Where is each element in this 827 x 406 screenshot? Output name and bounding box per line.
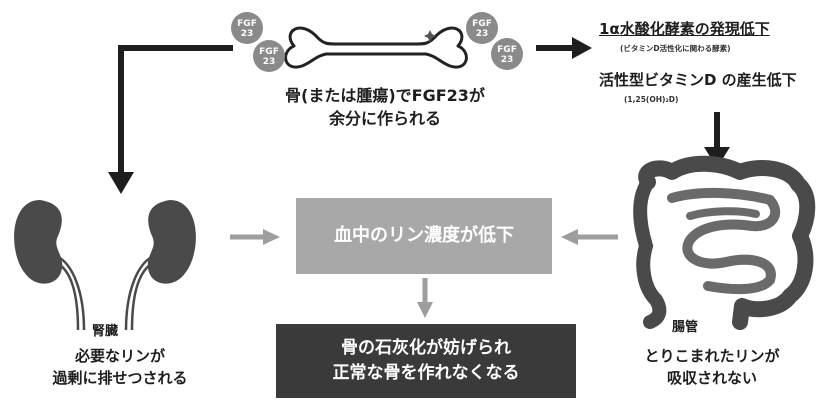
fgf23-molecule-icon: FGF 23	[231, 12, 263, 44]
fgf23-molecule-icon: FGF 23	[491, 38, 523, 70]
kidney-caption-line2: 過剰に排せつされる	[52, 368, 188, 387]
arrow-kidney-to-blood	[230, 229, 280, 245]
vitamin-d-title: 活性型ビタミンD の産生低下	[599, 71, 797, 89]
bone-box-line2: 正常な骨を作れなくなる	[332, 363, 520, 383]
bone-caption-line1: 骨(または腫瘍)でFGF23が	[285, 86, 485, 105]
fgf23-molecule-icon: FGF 23	[466, 12, 498, 44]
fgf23-text: FGF	[237, 19, 257, 29]
svg-text:23: 23	[263, 57, 276, 67]
bone-caption: 骨(または腫瘍)でFGF23が 余分に作られる	[250, 84, 520, 130]
blood-phosphate-box: 血中のリン濃度が低下	[296, 198, 552, 274]
arrow-to-kidney	[108, 45, 233, 194]
bone-mineralization-box: 骨の石灰化が妨げられ 正常な骨を作れなくなる	[276, 324, 576, 398]
intestine-caption-line2: 吸収されない	[666, 368, 757, 387]
arrow-to-enzyme	[536, 37, 592, 59]
svg-text:FGF: FGF	[259, 47, 279, 57]
svg-text:23: 23	[241, 29, 254, 39]
intestine-caption-line1: とりこまれたリンが	[644, 347, 780, 365]
kidney-caption: 必要なリンが 過剰に排せつされる	[20, 346, 220, 390]
vitamin-d-note: (1,25(OH)₂D)	[624, 95, 679, 104]
bone-icon	[284, 26, 468, 69]
svg-text:23: 23	[501, 55, 514, 65]
blood-phosphate-text: 血中のリン濃度が低下	[334, 224, 514, 246]
intestine-caption: とりこまれたリンが 吸収されない	[612, 346, 812, 390]
arrow-blood-to-bone	[417, 278, 433, 318]
intestine-icon	[633, 155, 816, 330]
enzyme-note: (ビタミンD活性化に関わる酵素)	[620, 44, 731, 53]
arrow-intestine-to-blood	[561, 229, 618, 245]
svg-text:23: 23	[476, 29, 489, 39]
fgf23-molecule-icon: FGF 23	[253, 40, 285, 72]
kidney-caption-line1: 必要なリンが	[74, 347, 165, 365]
svg-text:FGF: FGF	[472, 19, 492, 29]
kidney-label: 腎臓	[92, 324, 119, 339]
kidney-icon	[14, 200, 196, 331]
bone-box-line1: 骨の石灰化が妨げられ	[341, 338, 511, 359]
bone-caption-line2: 余分に作られる	[328, 109, 441, 129]
svg-text:FGF: FGF	[497, 45, 517, 55]
enzyme-title: 1α水酸化酵素の発現低下	[599, 20, 770, 38]
intestine-label: 腸管	[672, 320, 699, 335]
